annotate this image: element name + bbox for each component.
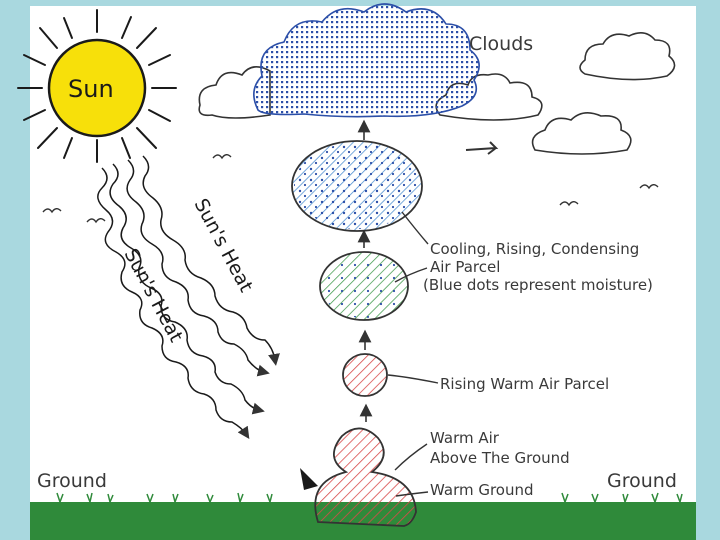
suns-heat-label-lower: Sun's Heat (120, 245, 187, 346)
sun (47, 38, 147, 138)
cooling-parcel-blue-dots (294, 143, 420, 229)
warm-air-label-line2: Above The Ground (430, 449, 570, 467)
cooling-parcel-green-dots (322, 254, 406, 318)
cooling-label-line3: (Blue dots represent moisture) (423, 276, 653, 294)
rising-arrows (357, 119, 373, 422)
suns-heat-waves (97, 155, 280, 439)
sun-label: Sun (68, 75, 114, 103)
ground-label-right: Ground (607, 470, 677, 492)
suns-heat-label-upper: Sun's Heat (190, 195, 257, 296)
main-heat-arrow (300, 468, 318, 490)
warm-air-above-ground (314, 427, 417, 527)
rising-warm-label: Rising Warm Air Parcel (440, 375, 609, 393)
cooling-label-line2: Air Parcel (430, 258, 500, 276)
airplane-icon (465, 141, 499, 155)
warm-air-label-line1: Warm Air (430, 429, 500, 447)
grass-tufts (56, 492, 683, 503)
birds (42, 154, 659, 224)
clouds-label: Clouds (469, 33, 533, 55)
main-cloud (253, 3, 480, 118)
cooling-label-line1: Cooling, Rising, Condensing (430, 240, 639, 258)
rising-warm-parcel (342, 353, 388, 397)
ground-label-left: Ground (37, 470, 107, 492)
sun-rays (17, 9, 177, 163)
label-leaders (387, 211, 439, 497)
warm-ground-label: Warm Ground (430, 481, 534, 499)
